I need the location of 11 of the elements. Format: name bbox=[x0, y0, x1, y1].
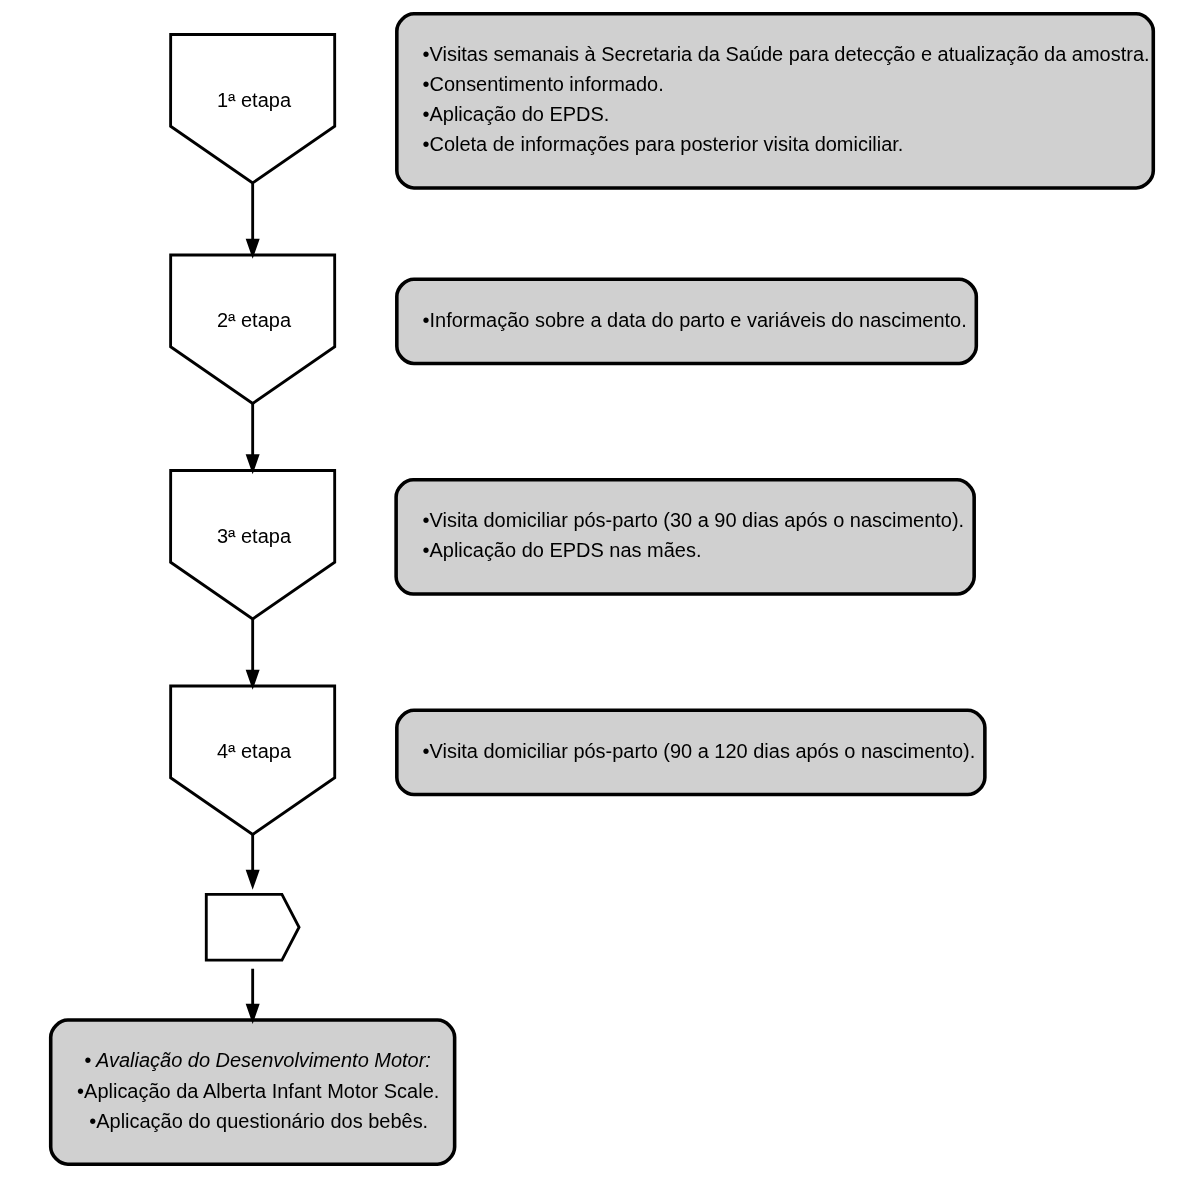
node-box: •Visita domiciliar pós-parto (30 a 90 dias após o nascimento). •Aplicação do EPDS nas mães. bbox=[394, 478, 976, 596]
node-box: •Visitas semanais à Secretaria da Saúde para detecção e atualização da amostra. •Consentimento informado. •Aplicação do EPDS. •Coleta de informações para posterior visita domiciliar. bbox=[395, 12, 1156, 190]
arrow bbox=[245, 403, 260, 475]
node-box: •Visita domiciliar pós-parto (90 a 120 dias após o nascimento). bbox=[395, 708, 987, 797]
node-box: • Avaliação do Desenvolvimento Motor: •Aplicação da Alberta Infant Motor Scale. •Aplicação do questionário dos bebês. bbox=[48, 1018, 457, 1166]
arrow bbox=[245, 968, 260, 1024]
node-chevron bbox=[204, 893, 301, 962]
node-box: •Informação sobre a data do parto e variáveis do nascimento. bbox=[395, 277, 979, 366]
arrow bbox=[245, 619, 260, 690]
arrow bbox=[245, 183, 260, 259]
arrow bbox=[245, 834, 260, 890]
